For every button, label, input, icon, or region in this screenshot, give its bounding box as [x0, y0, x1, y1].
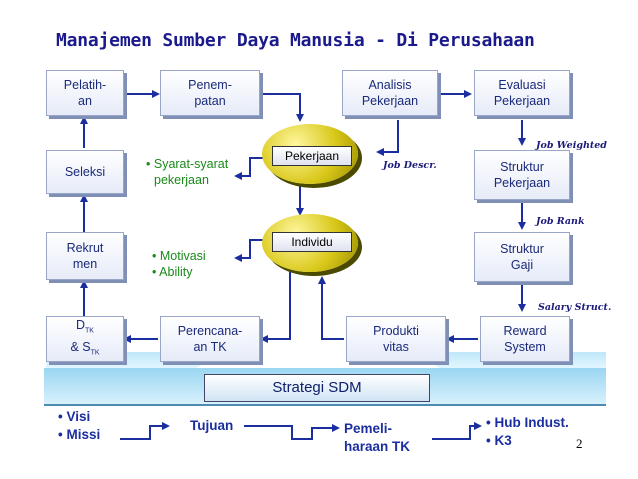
bullet-icon: • — [486, 433, 495, 448]
bullet-icon: • — [58, 427, 67, 442]
box-struktur-gaji: Struktur Gaji — [474, 232, 570, 282]
box-penempatan: Penem- patan — [160, 70, 260, 116]
bullet-icon: • — [152, 265, 160, 279]
note-motivasi: Motivasi — [159, 249, 206, 263]
ellipse-individu-label: Individu — [272, 232, 352, 252]
bottom-k3: K3 — [494, 433, 512, 448]
box-evaluasi-pekerjaan: Evaluasi Pekerjaan — [474, 70, 570, 116]
box-rekrutmen-label: Rekrut men — [66, 241, 104, 271]
box-seleksi-label: Seleksi — [64, 165, 106, 179]
label-salary-struct: Salary Struct. — [538, 302, 612, 313]
box-perencanaan-tk: Perencana- an TK — [160, 316, 260, 362]
bullet-icon: • — [486, 415, 495, 430]
note-ability: Ability — [159, 265, 193, 279]
label-job-descr: Job Descr. — [383, 160, 437, 171]
page-number: 2 — [576, 436, 583, 451]
box-dtk-stk-label: DTK & STK — [70, 317, 99, 362]
bottom-pemeliharaan-line1: Pemeli- — [344, 421, 393, 436]
bullet-icon: • — [152, 249, 160, 263]
box-rekrutmen: Rekrut men — [46, 232, 124, 280]
box-penempatan-label: Penem- patan — [188, 78, 232, 108]
bottom-hub-indust: Hub Indust. — [494, 415, 569, 430]
bottom-hub-k3: • Hub Indust. • K3 — [486, 414, 569, 450]
bottom-visi-missi: • Visi • Missi — [58, 408, 100, 444]
page-title: Manajemen Sumber Daya Manusia - Di Perus… — [56, 30, 535, 51]
label-job-rank: Job Rank — [536, 216, 585, 227]
label-job-weighted: Job Weighted — [536, 140, 607, 151]
box-dtk-stk: DTK & STK — [46, 316, 124, 362]
box-evaluasi-label: Evaluasi Pekerjaan — [493, 78, 551, 108]
ellipse-pekerjaan-label: Pekerjaan — [272, 146, 352, 166]
stk-text: & S — [70, 340, 91, 354]
bottom-tujuan: Tujuan — [190, 418, 234, 433]
box-produktivitas-label: Produkti vitas — [373, 324, 419, 354]
box-perencanaan-label: Perencana- an TK — [177, 324, 243, 354]
box-produktivitas: Produkti vitas — [346, 316, 446, 362]
dtk-text: D — [76, 317, 86, 332]
note-syarat-line2: pekerjaan — [154, 173, 209, 187]
note-syarat-line1: Syarat-syarat — [153, 157, 229, 171]
box-pelatihan: Pelatih- an — [46, 70, 124, 116]
bottom-pemeliharaan: Pemeli- haraan TK — [344, 420, 410, 456]
bullet-icon: • — [58, 409, 67, 424]
box-struktur-pekerjaan-label: Struktur Pekerjaan — [493, 160, 551, 190]
note-motivasi-ability: • Motivasi • Ability — [152, 248, 206, 280]
box-analisis-label: Analisis Pekerjaan — [361, 78, 419, 108]
box-struktur-gaji-label: Struktur Gaji — [500, 242, 544, 272]
bullet-icon: • — [146, 157, 154, 171]
bottom-missi: Missi — [66, 427, 101, 442]
box-pelatihan-label: Pelatih- an — [63, 78, 107, 108]
box-reward-label: Reward System — [503, 324, 547, 354]
box-reward-system: Reward System — [480, 316, 570, 362]
bottom-visi: Visi — [66, 409, 91, 424]
box-seleksi: Seleksi — [46, 150, 124, 194]
box-struktur-pekerjaan: Struktur Pekerjaan — [474, 150, 570, 200]
strategy-box: Strategi SDM — [204, 374, 430, 402]
note-syarat: • Syarat-syarat pekerjaan — [146, 156, 228, 188]
dtk-subscript: TK — [85, 327, 94, 334]
bottom-pemeliharaan-line2: haraan TK — [344, 439, 411, 454]
stk-subscript: TK — [90, 349, 100, 357]
box-analisis-pekerjaan: Analisis Pekerjaan — [342, 70, 438, 116]
